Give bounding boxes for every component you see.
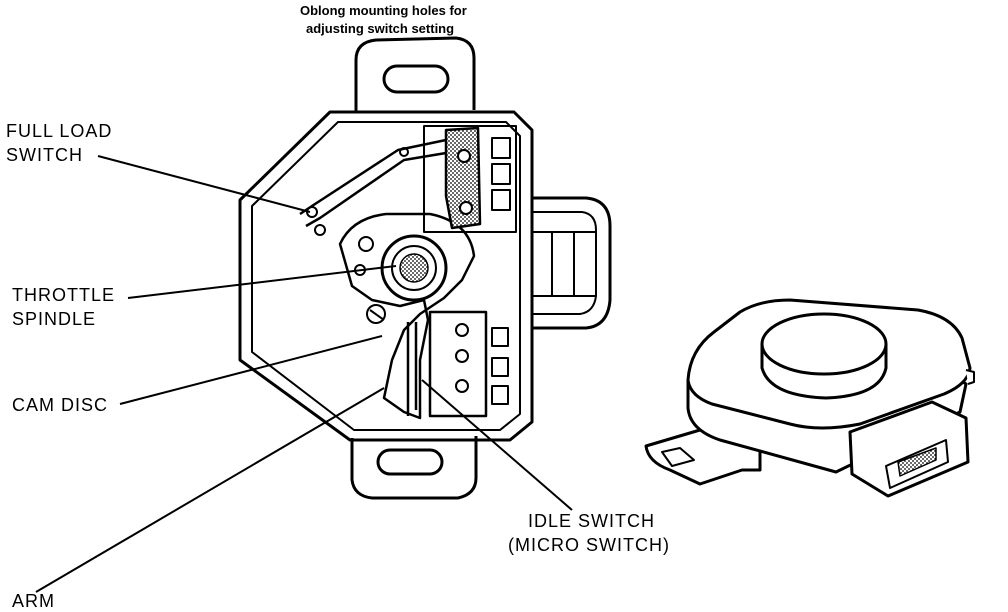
housing-outline: [238, 110, 534, 442]
mounting-hole-caption-line1: Oblong mounting holes for: [300, 3, 467, 18]
throttle-spindle-core: [399, 253, 429, 283]
leader-cam-disc: [119, 335, 383, 405]
sensor-closed-view: [644, 298, 975, 498]
leader-idle: [421, 379, 573, 511]
label-throttle-spindle-line2: SPINDLE: [12, 309, 97, 329]
leader-full-load: [97, 155, 311, 213]
label-full-load-switch-line2: SWITCH: [6, 145, 83, 165]
bottom-mounting-lug: [350, 436, 478, 500]
leader-throttle: [127, 265, 397, 299]
label-throttle-spindle-line1: THROTTLE: [12, 285, 116, 305]
full-load-switch-block: [444, 126, 482, 230]
sensor-connector: [848, 400, 970, 498]
switch-housing-open-view: [238, 36, 612, 500]
label-cam-disc: CAM DISC: [12, 395, 109, 415]
label-idle-switch-line2: (MICRO SWITCH): [508, 535, 670, 555]
label-idle-switch-line1: IDLE SWITCH: [528, 511, 656, 531]
leader-arm: [35, 387, 385, 593]
cam-disc-plate: [338, 212, 476, 420]
top-mounting-lug: [354, 36, 476, 112]
leader-lines: [35, 155, 573, 593]
label-arm: ARM: [12, 591, 55, 611]
top-oblong-hole: [382, 64, 450, 94]
label-full-load-switch-line1: FULL LOAD: [6, 121, 113, 141]
idle-micro-switch-body: [428, 310, 488, 418]
connector-shell: [532, 196, 612, 330]
sensor-cap-top: [760, 312, 888, 376]
mounting-hole-caption-line2: adjusting switch setting: [306, 21, 455, 36]
bottom-oblong-hole: [376, 448, 444, 476]
